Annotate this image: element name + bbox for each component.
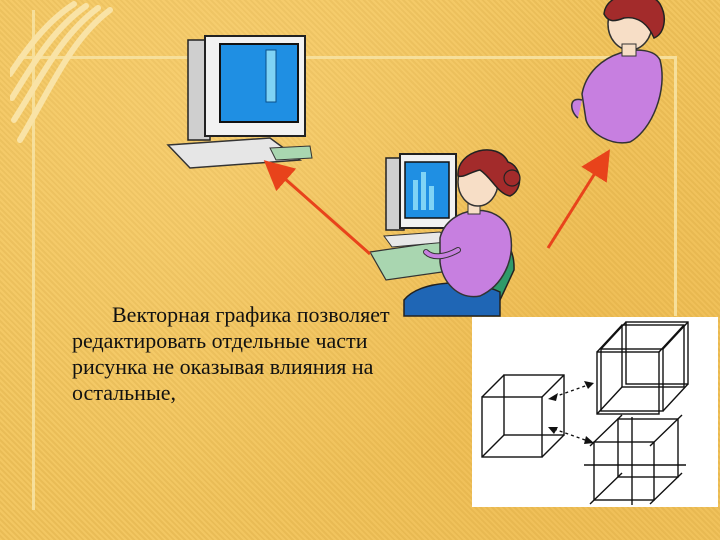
computer-monitor-icon [166, 35, 313, 169]
frame-line-right [674, 56, 677, 316]
frame-line-left [32, 10, 35, 510]
wireframe-cube-icon [481, 321, 689, 505]
woman-icon [571, 0, 666, 144]
cube-illustration-panel [472, 317, 718, 507]
arrow-icon [263, 160, 371, 256]
woman-at-computer-icon [369, 149, 521, 317]
arrow-icon [546, 149, 610, 249]
frame-line-top [18, 56, 676, 59]
body-text: Векторная графика позволяет редактироват… [72, 302, 390, 405]
wireless-signal-icon [10, 1, 113, 143]
